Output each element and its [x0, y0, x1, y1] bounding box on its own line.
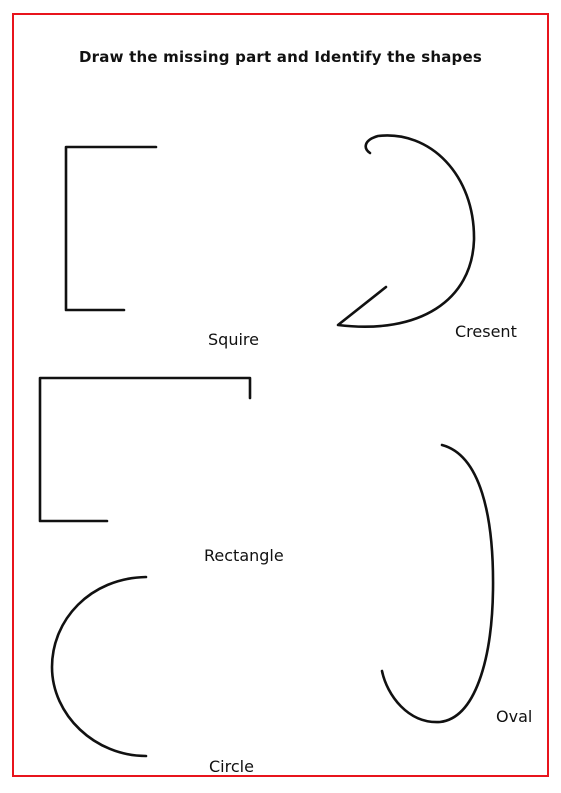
partial-oval-shape [380, 443, 495, 724]
partial-crescent-shape [336, 134, 476, 328]
shape-label-square: Squire [208, 330, 259, 349]
worksheet-title: Draw the missing part and Identify the s… [79, 48, 482, 66]
shape-label-crescent: Cresent [455, 322, 517, 341]
partial-circle-shape [50, 575, 148, 758]
shape-label-circle: Circle [209, 757, 254, 776]
partial-rectangle-shape [38, 376, 252, 523]
shape-label-oval: Oval [496, 707, 533, 726]
worksheet-border [12, 13, 549, 777]
shape-label-rectangle: Rectangle [204, 546, 284, 565]
partial-square-shape [64, 145, 158, 312]
